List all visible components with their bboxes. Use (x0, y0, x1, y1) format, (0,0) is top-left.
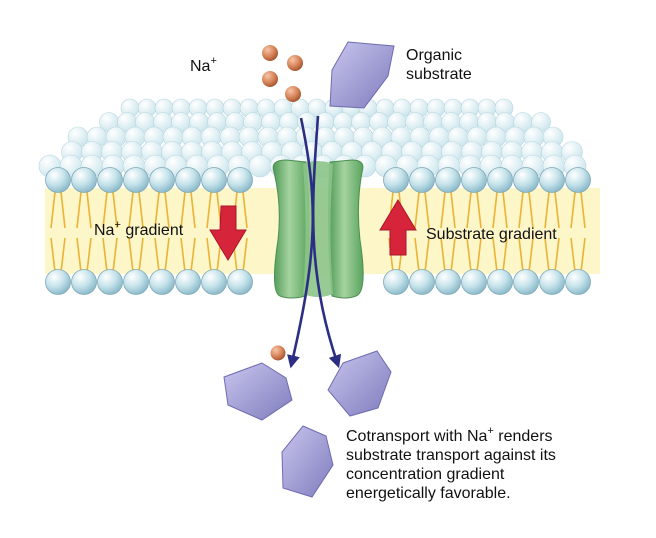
substrate-molecule (281, 425, 334, 498)
sodium-ion (262, 45, 278, 61)
lipid-tail (50, 237, 66, 273)
lipid-tail (50, 191, 66, 229)
phospholipid-head (409, 167, 435, 193)
phospholipid-head (513, 269, 539, 295)
lipid-tail (518, 237, 534, 273)
phospholipid-head (409, 269, 435, 295)
sodium-label: Na+ (190, 54, 217, 75)
phospholipid-head (461, 167, 487, 193)
substrate-molecule (223, 362, 293, 421)
phospholipid-head (201, 269, 227, 295)
sodium-ion (285, 86, 301, 102)
phospholipid-head (149, 269, 175, 295)
cotransport-caption: Cotransport with Na+ renders substrate t… (346, 424, 556, 502)
lipid-tail (440, 191, 456, 229)
sodium-ion-intracellular (270, 345, 286, 361)
lipid-tail (180, 191, 196, 229)
lipid-tail (128, 237, 144, 273)
lipid-tail (440, 237, 456, 273)
phospholipid-head (565, 269, 591, 295)
phospholipid-head (227, 167, 253, 193)
phospholipid-head (435, 167, 461, 193)
organic-substrate-label: Organic substrate (406, 47, 472, 83)
phospholipid-head (383, 167, 409, 193)
lipid-tail (414, 237, 430, 273)
phospholipid-head (45, 269, 71, 295)
phospholipid-head (45, 167, 71, 193)
na-gradient-label: Na+ gradient (94, 218, 184, 239)
sodium-ion (262, 71, 278, 87)
lipid-tail (128, 191, 144, 229)
phospholipid-head (487, 167, 513, 193)
substrate-path-arrow (311, 115, 342, 369)
phospholipid-head (539, 269, 565, 295)
phospholipid-head (248, 154, 272, 178)
phospholipid-head (201, 167, 227, 193)
phospholipid-head (175, 269, 201, 295)
substrate-molecule-extracellular (329, 41, 395, 109)
phospholipid-head (513, 167, 539, 193)
phospholipid-head (97, 167, 123, 193)
substrate-molecule (327, 350, 392, 417)
lipid-tail (180, 237, 196, 273)
phospholipid-head (435, 269, 461, 295)
lipid-tail (76, 191, 92, 229)
lipid-tail (544, 237, 560, 273)
lipid-tail (466, 237, 482, 273)
lipid-tail (154, 191, 170, 229)
sodium-ion (287, 55, 303, 71)
phospholipid-head (383, 269, 409, 295)
lipid-tail (466, 191, 482, 229)
phospholipid-head (97, 269, 123, 295)
phospholipid-head (175, 167, 201, 193)
inner-leaflet-heads (45, 269, 591, 295)
phospholipid-head (71, 269, 97, 295)
phospholipid-head (123, 269, 149, 295)
substrate-gradient-arrow (379, 199, 417, 256)
lipid-tail (414, 191, 430, 229)
lipid-tail (102, 191, 118, 229)
phospholipid-head (487, 269, 513, 295)
lipid-tail (570, 191, 586, 229)
phospholipid-head (461, 269, 487, 295)
phospholipid-head (149, 167, 175, 193)
lipid-tail (518, 191, 534, 229)
phospholipid-head (71, 167, 97, 193)
phospholipid-head (227, 269, 253, 295)
lipid-tail (544, 191, 560, 229)
lipid-tail (570, 237, 586, 273)
phospholipid-head (123, 167, 149, 193)
lipid-tail (492, 191, 508, 229)
lipid-tail (154, 237, 170, 273)
lipid-tail (492, 237, 508, 273)
lipid-tail (102, 237, 118, 273)
outer-leaflet-heads (45, 167, 591, 193)
substrate-gradient-label: Substrate gradient (426, 226, 557, 243)
phospholipid-head (539, 167, 565, 193)
na-gradient-arrow (209, 205, 247, 261)
phospholipid-head (565, 167, 591, 193)
sodium-ions-extracellular (262, 45, 303, 102)
lipid-tail (76, 237, 92, 273)
